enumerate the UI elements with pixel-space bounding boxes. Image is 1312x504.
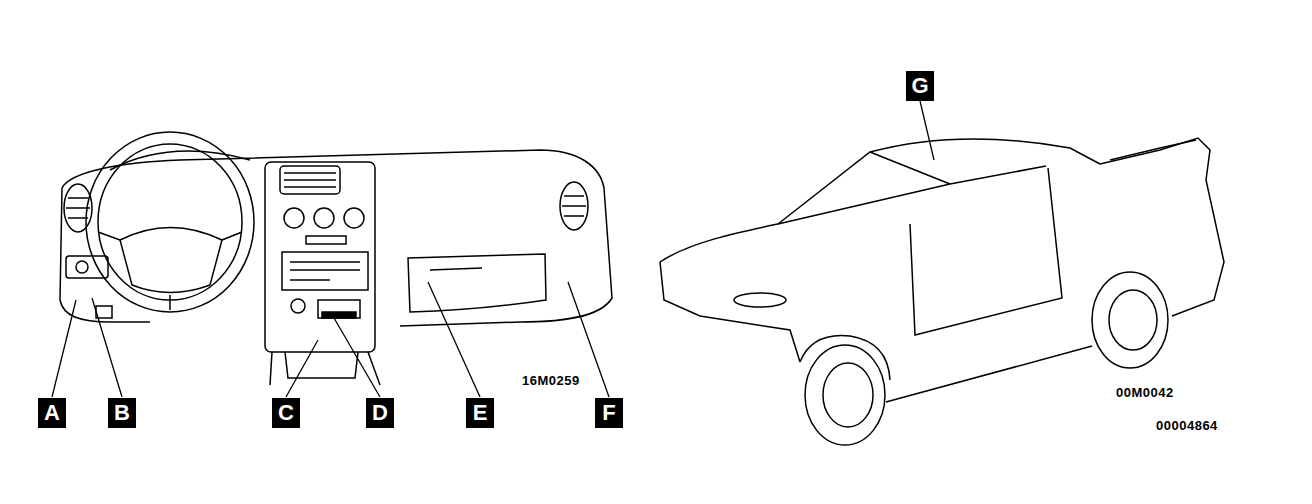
- hood: [660, 224, 778, 262]
- callout-letter: D: [372, 402, 388, 424]
- spoiler: [1110, 140, 1196, 160]
- rear-hub: [1109, 290, 1157, 350]
- fuse-cover: [96, 306, 112, 318]
- leader-line: [920, 101, 934, 160]
- instrument-hood: [110, 151, 250, 170]
- rear-wheel: [1092, 272, 1168, 368]
- callout-letter-box: C: [272, 398, 300, 428]
- ashtray: [318, 300, 360, 318]
- heater-knob: [284, 208, 304, 228]
- front-wheel: [805, 345, 885, 445]
- steering-spokes: [98, 232, 242, 310]
- callout-letter-box: A: [38, 398, 66, 428]
- leader-line: [286, 340, 318, 397]
- right-vent: [560, 182, 588, 230]
- lighter: [291, 299, 305, 313]
- callout-letter: A: [44, 402, 60, 424]
- callout-letter-box: B: [108, 398, 136, 428]
- callout-letter-box: G: [906, 71, 934, 101]
- leader-line: [92, 298, 122, 397]
- windshield: [778, 152, 1046, 224]
- left-vent-slats: [66, 198, 90, 218]
- center-vent: [280, 166, 340, 194]
- heater-knob: [314, 208, 334, 228]
- leader-line: [428, 282, 480, 397]
- callout-letter: C: [278, 402, 294, 424]
- callout-letter: F: [602, 402, 615, 424]
- left-switch: [76, 261, 88, 273]
- left-vent: [64, 184, 92, 232]
- switch-row: [306, 236, 346, 244]
- center-stack: [265, 162, 375, 352]
- callout-letter: B: [114, 402, 130, 424]
- dashboard-drawing: [60, 132, 612, 385]
- callout-letter: G: [911, 75, 928, 97]
- front-arch: [800, 336, 890, 380]
- front-hub: [823, 363, 873, 427]
- left-switch-panel: [66, 256, 108, 278]
- leader-line: [334, 318, 380, 397]
- callout-letter-box: E: [466, 398, 494, 428]
- side-sill: [886, 346, 1092, 402]
- heater-knob: [344, 208, 364, 228]
- radio: [282, 252, 368, 290]
- front: [660, 262, 800, 362]
- right-vent-slats: [562, 196, 586, 216]
- glove-box-handle: [430, 268, 482, 270]
- ashtray-slot: [322, 312, 356, 318]
- rear: [1100, 138, 1224, 316]
- car-drawing: [660, 138, 1224, 445]
- callout-letter-box: F: [595, 398, 623, 428]
- steering-hub: [120, 228, 222, 293]
- steering-wheel-inner: [98, 144, 242, 300]
- figure-code: 16M0259: [522, 373, 580, 388]
- callout-letter: E: [473, 402, 488, 424]
- dash-top: [62, 150, 612, 326]
- figure-code: 00004864: [1156, 418, 1218, 433]
- roof: [778, 139, 1100, 224]
- leader-lines: [52, 101, 934, 397]
- radio-buttons: [290, 262, 360, 280]
- callout-letter-box: D: [366, 398, 394, 428]
- headlight: [734, 293, 786, 307]
- figure-code: 00M0042: [1116, 385, 1174, 400]
- steering-wheel-outer: [86, 132, 254, 312]
- leader-line: [52, 300, 76, 397]
- center-vent-slats: [284, 173, 336, 187]
- door: [910, 168, 1062, 335]
